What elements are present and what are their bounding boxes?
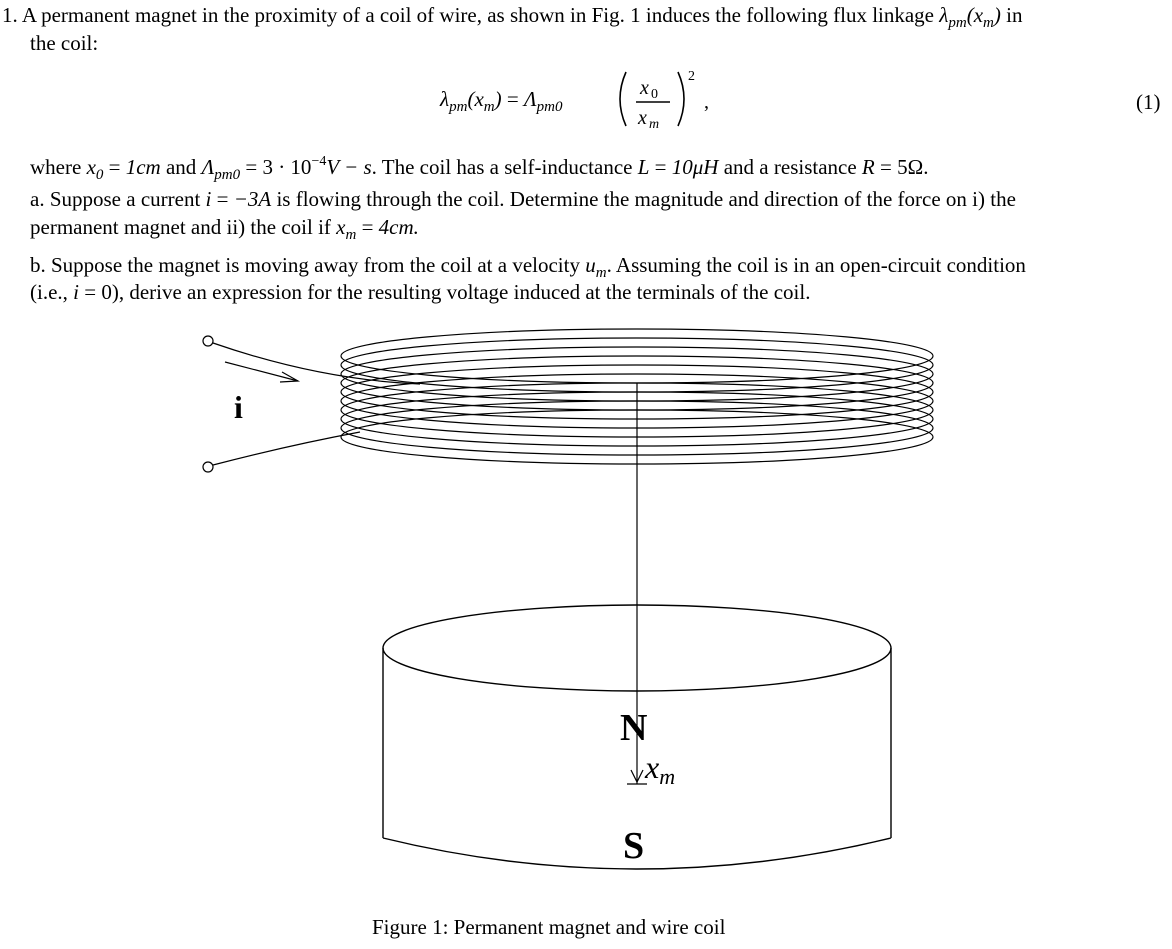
given-values: where x0 = 1cm and Λpm0 = 3 · 10−4V − s.… xyxy=(30,154,929,183)
flux-linkage-symbol: λpm(xm) xyxy=(939,3,1001,31)
x0-value: 1cm xyxy=(125,155,161,179)
xm-arrow xyxy=(627,769,647,785)
lambda-pm0-value: 3 · 10 xyxy=(262,155,312,179)
current-value: −3A xyxy=(233,187,272,211)
bottom-lead xyxy=(212,431,361,466)
intro-in: in xyxy=(1006,3,1023,27)
magnet-top-face xyxy=(382,604,892,692)
part-a-line1: a. Suppose a current i = −3A is flowing … xyxy=(30,187,1016,211)
svg-text:,: , xyxy=(704,91,709,113)
xm-value: 4cm. xyxy=(378,215,419,239)
current-arrow xyxy=(224,361,301,383)
north-pole-label: N xyxy=(620,707,648,749)
inductance-value: 10μH xyxy=(671,155,719,179)
xm-label: xm xyxy=(645,749,676,789)
problem-intro-line2: the coil: xyxy=(30,30,98,56)
wire-coil xyxy=(340,328,934,465)
part-a-line2: permanent magnet and ii) the coil if xm … xyxy=(30,215,419,243)
part-b-line1: b. Suppose the magnet is moving away fro… xyxy=(30,253,1026,281)
intro-text-2: the coil: xyxy=(30,31,99,55)
problem-intro-line1: 1. A permanent magnet in the proximity o… xyxy=(2,2,1022,36)
top-terminal xyxy=(202,335,214,347)
top-lead xyxy=(212,342,421,385)
figure-caption: Figure 1: Permanent magnet and wire coil xyxy=(372,915,726,939)
equation-lhs: λpm(xm) = Λpm0 xyxy=(440,87,563,115)
resistance-value: 5Ω. xyxy=(897,155,929,179)
part-b-line2: (i.e., i = 0), derive an expression for … xyxy=(30,280,811,304)
svg-text:x: x xyxy=(637,107,647,129)
current-label: i xyxy=(234,389,243,425)
svg-text:m: m xyxy=(649,117,659,132)
bottom-terminal xyxy=(202,461,214,473)
equation-number: (1) xyxy=(1136,90,1161,114)
svg-text:2: 2 xyxy=(688,69,695,84)
problem-number: 1. xyxy=(2,3,18,27)
south-pole-label: S xyxy=(623,825,645,867)
intro-text: A permanent magnet in the proximity of a… xyxy=(21,3,935,27)
svg-text:x: x xyxy=(639,77,649,99)
svg-text:0: 0 xyxy=(651,87,658,102)
equation-fraction: x 0 x m 2 , xyxy=(619,69,709,132)
